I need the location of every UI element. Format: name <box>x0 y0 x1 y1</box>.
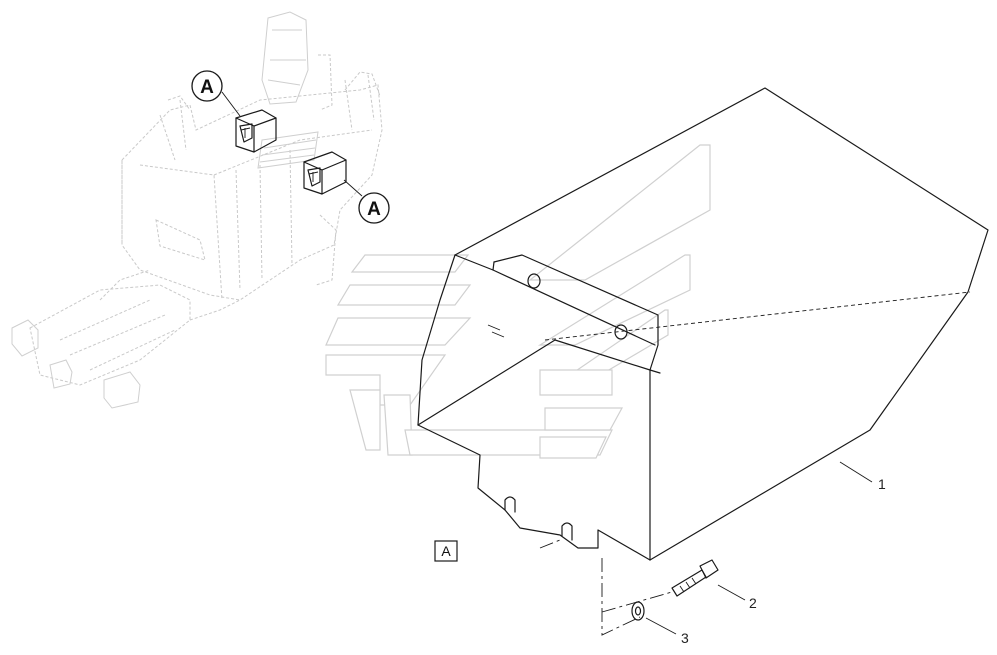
machine-overview <box>11 11 383 409</box>
part-number-2: 2 <box>749 595 757 611</box>
callout-a-right-label: A <box>367 199 381 220</box>
callout-a-top-label: A <box>200 77 214 98</box>
part-number-1: 1 <box>878 476 886 492</box>
callout-a-right: A <box>358 192 390 224</box>
highlighted-cover-right <box>303 151 347 195</box>
view-label-box: A <box>434 540 458 562</box>
bolt-part <box>671 559 719 597</box>
watermark-logo <box>325 144 711 459</box>
callout-a-top: A <box>191 70 223 102</box>
highlighted-cover-left <box>235 109 277 153</box>
part-number-3: 3 <box>681 630 689 646</box>
view-label-text: A <box>441 543 451 559</box>
cover-part <box>417 87 989 561</box>
washer-part <box>631 601 645 621</box>
